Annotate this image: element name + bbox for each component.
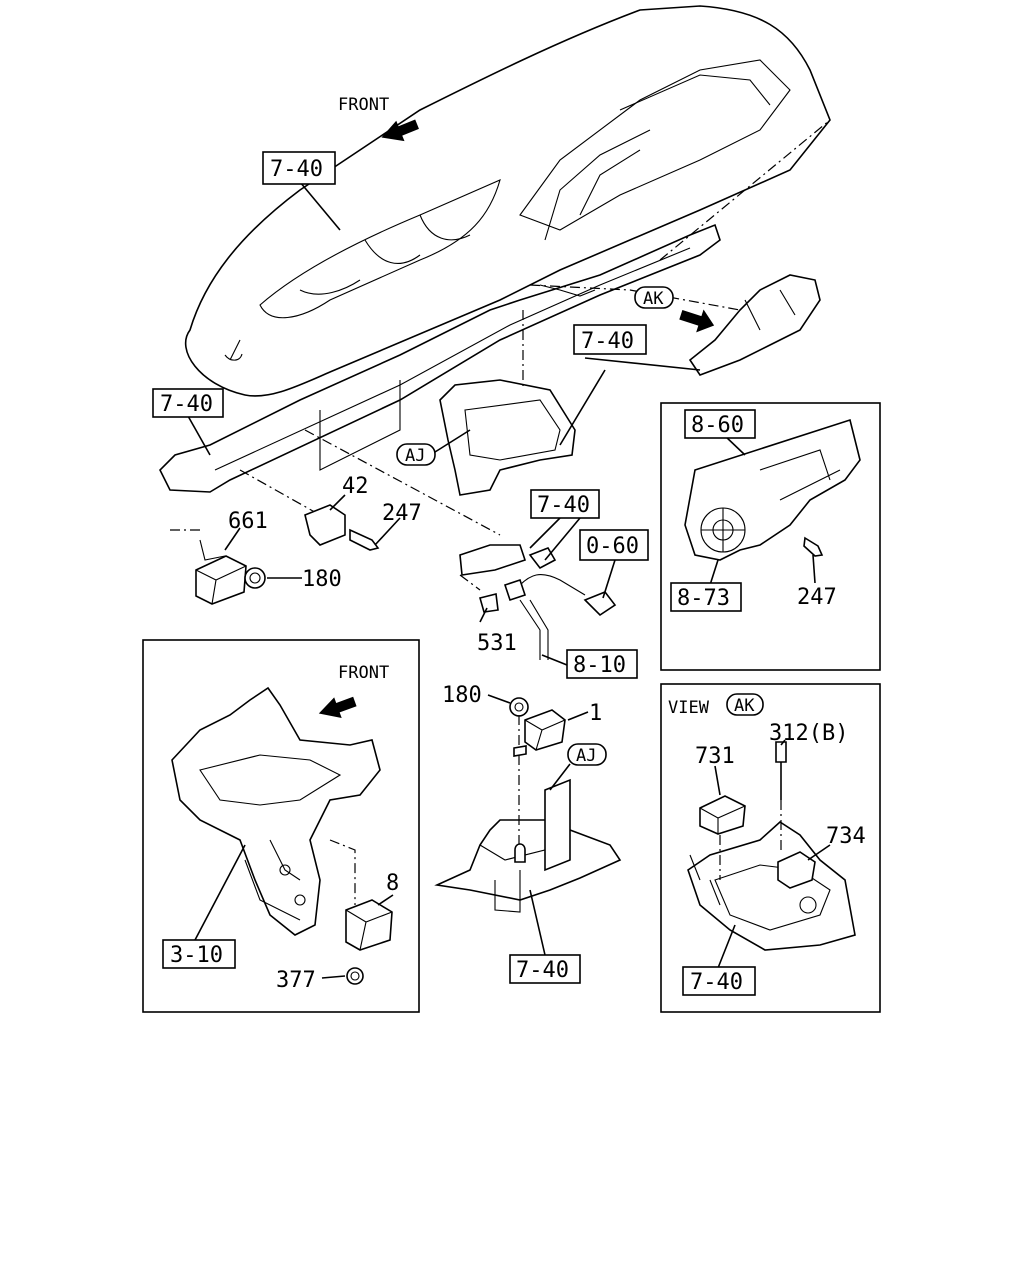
svg-text:7-40: 7-40 [690,970,743,995]
svg-text:7-40: 7-40 [516,958,569,983]
ref-bubble-ak: AK [634,286,674,309]
callout-377: 377 [276,968,316,993]
ref-box-7-40-right: 7-40 [573,324,647,355]
callout-180-left: 180 [302,567,342,592]
svg-text:AK: AK [734,696,755,716]
cross-car-beam [159,223,721,493]
ref-box-3-10: 3-10 [162,939,236,969]
svg-text:7-40: 7-40 [537,493,590,518]
right-bracket [688,274,821,376]
svg-text:0-60: 0-60 [586,534,639,559]
callout-42: 42 [342,474,369,499]
ref-bubble-aj-main: AJ [396,429,471,466]
callout-247-left: 247 [382,501,422,526]
ref-box-8-60: 8-60 [684,409,756,439]
callout-661: 661 [228,509,268,534]
svg-text:7-40: 7-40 [270,157,323,182]
callout-531: 531 [477,631,517,656]
svg-text:7-40: 7-40 [160,392,213,417]
front-label-main: FRONT [338,95,389,115]
ref-box-7-40-view: 7-40 [682,966,756,996]
nut-377 [346,967,364,985]
callout-247-inset: 247 [797,585,837,610]
ref-box-7-40-top: 7-40 [262,151,336,185]
nut-180 [244,567,266,589]
front-arrow-inset [318,696,357,718]
ref-box-7-40-mid: 7-40 [509,954,581,984]
ref-box-7-40-center: 7-40 [530,489,600,519]
center-bracket [439,379,576,496]
inset-panel-8-60: 8-60 8-73 247 [660,402,881,671]
front-arrow-main [381,119,419,142]
ak-view-arrow [679,309,715,333]
svg-text:AJ: AJ [405,446,425,466]
svg-text:8-60: 8-60 [691,413,744,438]
callout-312b: 312(B) [769,721,848,746]
callout-731: 731 [695,744,735,769]
inset-panel-3-10: FRONT 3-10 8 377 [142,639,420,1013]
inset-view-ak: VIEW AK 731 312(B) 734 7-40 [660,683,881,1013]
svg-text:AK: AK [643,289,664,309]
callout-734: 734 [826,824,866,849]
front-label-inset: FRONT [338,663,389,683]
bolt-247-left [349,528,380,551]
callout-1: 1 [589,701,602,726]
svg-text:8-73: 8-73 [677,586,730,611]
ref-box-8-73: 8-73 [670,582,742,612]
ref-box-8-10: 8-10 [566,649,638,679]
ref-box-7-40-left: 7-40 [152,388,224,418]
callout-8: 8 [386,871,399,896]
sensor-661 [195,539,247,605]
callout-180-mid: 180 [442,683,482,708]
ref-box-0-60: 0-60 [579,529,649,561]
svg-text:7-40: 7-40 [581,329,634,354]
wiring-harness [459,544,617,660]
svg-text:3-10: 3-10 [170,943,223,968]
ref-bubble-aj-detail: AJ [567,743,607,766]
ref-bubble-view-ak: AK [726,693,764,716]
detail-aj: 180 1 AJ 7-40 [434,683,622,984]
instrument-panel [184,5,831,397]
svg-text:AJ: AJ [576,746,596,766]
nut-180-mid [509,697,529,717]
bracket-42 [304,504,346,546]
svg-text:8-10: 8-10 [573,653,626,678]
view-label: VIEW [668,698,710,718]
